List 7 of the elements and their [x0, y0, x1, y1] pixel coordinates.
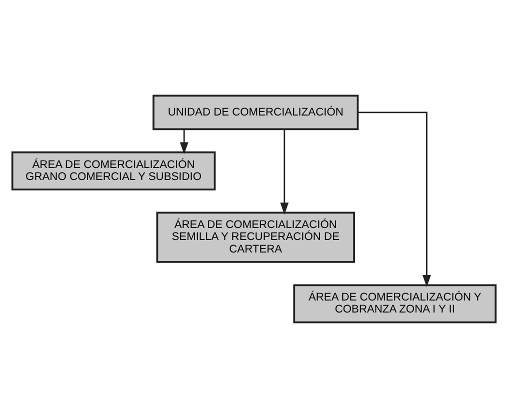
node-box: ÁREA DE COMERCIALIZACIÓN GRANO COMERCIAL Y SUBSIDIO: [11, 151, 216, 190]
arrow: [358, 112, 431, 288]
arrow: [180, 129, 188, 154]
node-box: ÁREA DE COMERCIALIZACIÓN SEMILLA Y RECUPERACIÓN DE CARTERA: [156, 212, 355, 263]
arrow: [280, 129, 289, 215]
node-box: ÁREA DE COMERCIALIZACIÓN Y COBRANZA ZONA I Y II: [293, 284, 497, 324]
node-box: UNIDAD DE COMERCIALIZACIÓN: [152, 94, 359, 130]
